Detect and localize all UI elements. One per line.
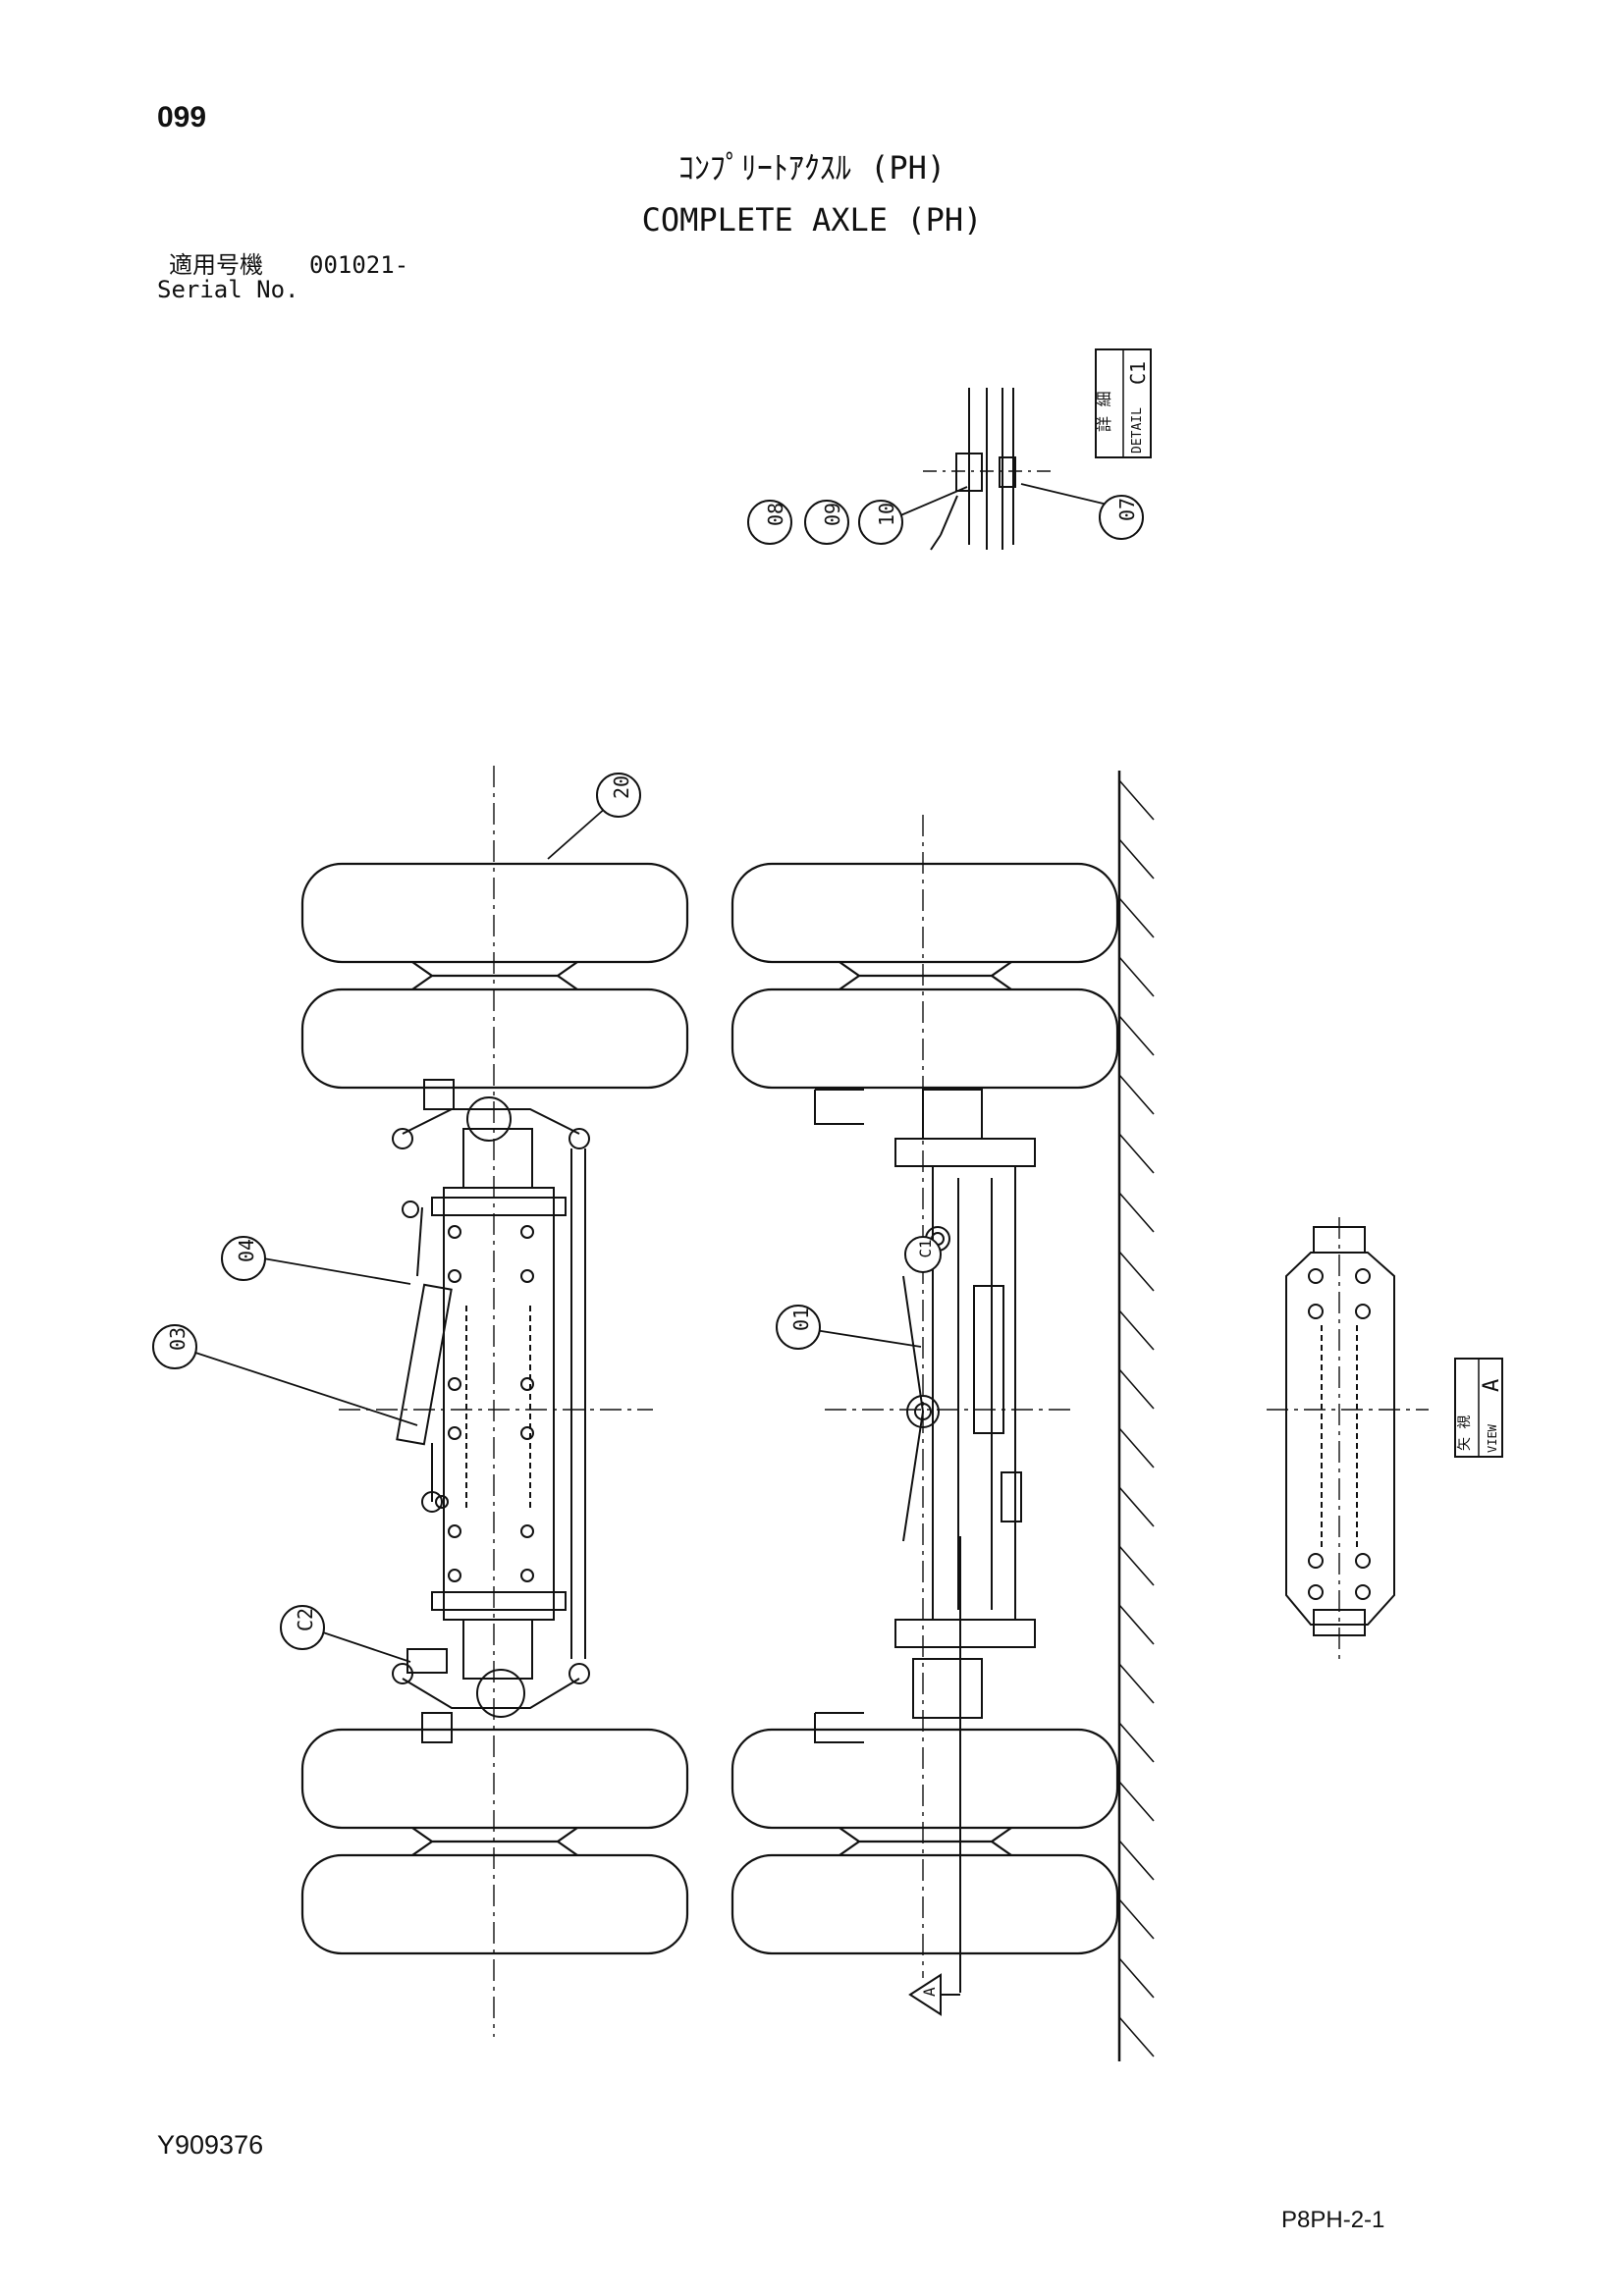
title-japanese: ｺﾝﾌﾟﾘｰﾄｱｸｽﾙ (PH)	[677, 149, 947, 187]
callout-04: 04	[235, 1239, 258, 1262]
callout-07: 07	[1115, 498, 1139, 521]
serial-label-english: Serial No.	[157, 276, 299, 303]
callout-circles-main	[152, 773, 942, 1650]
callout-20: 20	[610, 775, 633, 799]
view-arrow-label: A	[920, 1987, 939, 1997]
callout-09: 09	[821, 503, 844, 526]
document-id: Y909376	[157, 2130, 264, 2160]
detail-box-letter: C1	[1126, 361, 1150, 385]
left-axle-tires	[300, 862, 689, 1955]
callout-c2: C2	[294, 1608, 317, 1631]
right-axle-tires	[731, 862, 1119, 1955]
callout-circles-detail	[747, 495, 1144, 545]
view-box-en: VIEW	[1486, 1423, 1499, 1453]
serial-label-japanese: 適用号機	[169, 251, 263, 279]
callout-08: 08	[764, 503, 787, 526]
title-english: COMPLETE AXLE (PH)	[641, 201, 983, 239]
ground-hatch	[1117, 771, 1155, 2061]
callout-10: 10	[875, 503, 898, 526]
callout-01: 01	[789, 1308, 813, 1331]
page-number: 099	[157, 101, 207, 133]
left-axle-body	[392, 1079, 590, 1743]
detail-box-jp: 詳 細	[1095, 391, 1113, 432]
section-mark-c1: C1	[916, 1239, 935, 1257]
centerlines	[339, 766, 1429, 2037]
page-reference: P8PH-2-1	[1281, 2207, 1385, 2233]
serial-range: 001021-	[309, 251, 409, 279]
right-axle-body	[814, 1089, 1036, 1743]
detail-box-en: DETAIL	[1130, 407, 1145, 454]
callout-03: 03	[166, 1327, 189, 1351]
view-box-jp: 矢 視	[1457, 1415, 1473, 1451]
view-arrow	[908, 1536, 961, 2016]
view-a-bracket	[1285, 1226, 1503, 1636]
detail-c1	[923, 348, 1152, 551]
view-box-letter: A	[1480, 1379, 1504, 1392]
